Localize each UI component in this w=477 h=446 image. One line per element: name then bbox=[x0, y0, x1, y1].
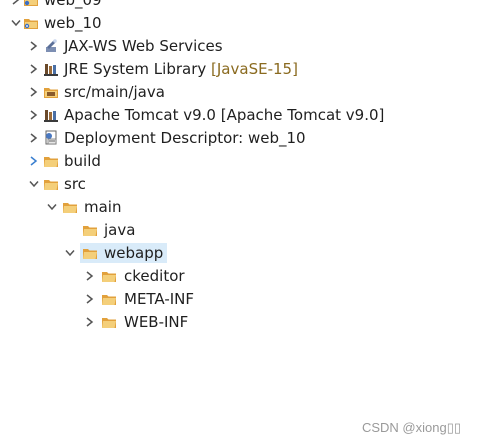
tree-item-jre-system-library[interactable]: JRE System Library [JavaSE-15] bbox=[0, 58, 477, 80]
tree-item-web-inf[interactable]: WEB-INF bbox=[0, 311, 477, 333]
tree-item-webapp[interactable]: webapp bbox=[0, 242, 477, 264]
tree-item-web-09[interactable]: web_09 bbox=[0, 0, 477, 11]
chevron-right-icon[interactable] bbox=[27, 153, 41, 169]
tree-item-label: Apache Tomcat v9.0 [Apache Tomcat v9.0] bbox=[64, 106, 385, 124]
chevron-right-icon[interactable] bbox=[27, 84, 41, 100]
project-icon bbox=[23, 15, 39, 31]
folder-icon bbox=[43, 153, 59, 169]
folder-icon bbox=[82, 245, 98, 261]
server-runtime-icon bbox=[43, 107, 59, 123]
tree-item-label: web_09 bbox=[44, 0, 102, 9]
folder-icon bbox=[101, 268, 117, 284]
tree-item-label: WEB-INF bbox=[124, 313, 189, 331]
chevron-down-icon[interactable] bbox=[9, 15, 23, 31]
tree-item-jax-ws-web-services[interactable]: JAX-WS Web Services bbox=[0, 35, 477, 57]
tree-item-decoration: [JavaSE-15] bbox=[211, 60, 298, 78]
deployment-descriptor-icon bbox=[43, 130, 59, 146]
tree-item-apache-tomcat[interactable]: Apache Tomcat v9.0 [Apache Tomcat v9.0] bbox=[0, 104, 477, 126]
tree-item-label: src/main/java bbox=[64, 83, 165, 101]
tree-item-label: main bbox=[84, 198, 122, 216]
chevron-right-icon[interactable] bbox=[83, 291, 97, 307]
tree-item-label: META-INF bbox=[124, 290, 195, 308]
tree-item-name: JRE System Library bbox=[64, 60, 207, 78]
tree-item-label: web_10 bbox=[44, 14, 102, 32]
tree-item-label: src bbox=[64, 175, 86, 193]
chevron-right-icon[interactable] bbox=[27, 61, 41, 77]
watermark: CSDN @xiong▯▯ bbox=[361, 420, 461, 435]
chevron-down-icon[interactable] bbox=[27, 176, 41, 192]
tree-item-ckeditor[interactable]: ckeditor bbox=[0, 265, 477, 287]
tree-item-selection-highlight bbox=[80, 243, 167, 263]
tree-item-label: build bbox=[64, 152, 101, 170]
tree-item-meta-inf[interactable]: META-INF bbox=[0, 288, 477, 310]
chevron-right-icon[interactable] bbox=[9, 0, 23, 8]
folder-icon bbox=[43, 176, 59, 192]
tree-item-build[interactable]: build bbox=[0, 150, 477, 172]
chevron-down-icon[interactable] bbox=[63, 245, 77, 261]
tree-item-label: webapp bbox=[104, 244, 164, 262]
library-icon bbox=[43, 61, 59, 77]
tree-item-java[interactable]: java bbox=[0, 219, 477, 241]
tree-item-label: JAX-WS Web Services bbox=[64, 37, 223, 55]
chevron-right-icon[interactable] bbox=[27, 107, 41, 123]
tree-item-label: JRE System Library [JavaSE-15] bbox=[64, 59, 298, 79]
folder-icon bbox=[101, 291, 117, 307]
web-services-icon bbox=[43, 38, 59, 54]
tree-item-web-10[interactable]: web_10 bbox=[0, 12, 477, 34]
chevron-right-icon[interactable] bbox=[27, 130, 41, 146]
tree-item-deployment-descriptor[interactable]: Deployment Descriptor: web_10 bbox=[0, 127, 477, 149]
tree-item-label: java bbox=[104, 221, 136, 239]
project-icon bbox=[23, 0, 39, 8]
tree-item-label: Deployment Descriptor: web_10 bbox=[64, 129, 306, 147]
chevron-down-icon[interactable] bbox=[45, 199, 59, 215]
tree-item-label: ckeditor bbox=[124, 267, 185, 285]
chevron-right-icon[interactable] bbox=[83, 314, 97, 330]
chevron-right-icon[interactable] bbox=[27, 38, 41, 54]
chevron-right-icon[interactable] bbox=[83, 268, 97, 284]
tree-item-src[interactable]: src bbox=[0, 173, 477, 195]
folder-icon bbox=[82, 222, 98, 238]
folder-icon bbox=[101, 314, 117, 330]
source-folder-icon bbox=[43, 84, 59, 100]
tree-item-src-main-java[interactable]: src/main/java bbox=[0, 81, 477, 103]
tree-item-main[interactable]: main bbox=[0, 196, 477, 218]
folder-icon bbox=[62, 199, 78, 215]
